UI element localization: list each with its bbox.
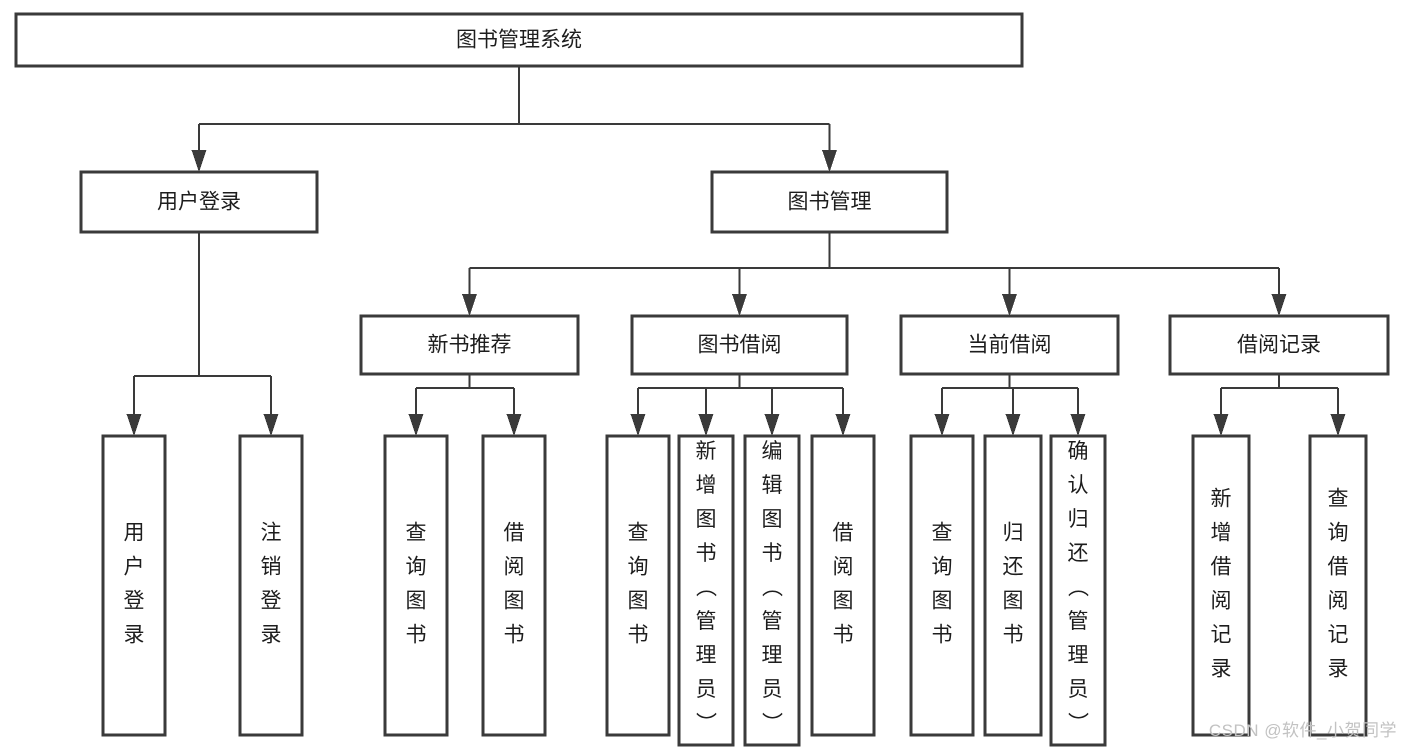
diagram-node-l3_3[interactable]: 借阅记录	[1168, 314, 1390, 376]
arrow-head-icon	[934, 414, 950, 436]
node-box[interactable]	[743, 434, 801, 747]
diagram-node-l4_9[interactable]: 归还图书	[983, 434, 1043, 737]
arrow-head-icon	[191, 150, 207, 172]
node-box[interactable]	[605, 434, 671, 737]
diagram-node-l4_7[interactable]: 借阅图书	[810, 434, 876, 737]
node-box[interactable]	[810, 434, 876, 737]
diagram-node-l3_0[interactable]: 新书推荐	[359, 314, 580, 376]
node-label: 编辑图书（管理员）	[762, 440, 784, 735]
node-box[interactable]	[79, 170, 319, 234]
diagram-node-l4_0[interactable]: 用户登录	[101, 434, 167, 737]
diagram-node-l2_1[interactable]: 图书管理	[710, 170, 949, 234]
diagram-node-l4_3[interactable]: 借阅图书	[481, 434, 547, 737]
node-label: 查询图书	[628, 522, 649, 647]
node-label: 新书推荐	[428, 334, 512, 357]
node-box[interactable]	[677, 434, 735, 747]
arrow-head-icon	[630, 414, 646, 436]
node-label: 借阅图书	[833, 522, 854, 647]
node-box[interactable]	[1168, 314, 1390, 376]
arrow-head-icon	[698, 414, 714, 436]
arrow-head-icon	[408, 414, 424, 436]
node-box[interactable]	[383, 434, 449, 737]
arrow-head-icon	[1002, 294, 1017, 316]
node-box[interactable]	[101, 434, 167, 737]
node-box[interactable]	[14, 12, 1024, 68]
node-label: 查询图书	[406, 522, 427, 647]
connector-group	[408, 374, 522, 436]
diagram-node-l4_1[interactable]: 注销登录	[238, 434, 304, 737]
diagram-node-l4_8[interactable]: 查询图书	[909, 434, 975, 737]
node-label: 注销登录	[261, 522, 282, 647]
arrow-head-icon	[506, 414, 522, 436]
diagram-node-l4_6[interactable]: 编辑图书（管理员）	[743, 434, 801, 747]
arrow-head-icon	[732, 294, 747, 316]
node-label: 新增借阅记录	[1211, 488, 1232, 681]
node-box[interactable]	[630, 314, 849, 376]
diagram-node-l4_2[interactable]: 查询图书	[383, 434, 449, 737]
arrow-head-icon	[1330, 414, 1346, 436]
node-label: 借阅记录	[1237, 334, 1321, 357]
connector-group	[934, 374, 1086, 436]
connector-layer	[126, 66, 1346, 436]
node-label: 查询图书	[932, 522, 953, 647]
arrow-head-icon	[1213, 414, 1229, 436]
node-label: 用户登录	[157, 191, 241, 214]
node-box[interactable]	[1049, 434, 1107, 747]
node-label: 归还图书	[1003, 522, 1024, 647]
connector-group	[630, 374, 851, 436]
node-label: 确认归还（管理员）	[1068, 440, 1090, 735]
arrow-head-icon	[835, 414, 851, 436]
watermark-label: CSDN @软件_小贺同学	[1208, 721, 1397, 740]
node-label: 图书借阅	[698, 334, 782, 357]
node-label: 借阅图书	[504, 522, 525, 647]
diagram-node-l4_12[interactable]: 查询借阅记录	[1308, 434, 1368, 737]
node-box[interactable]	[238, 434, 304, 737]
arrow-head-icon	[126, 414, 142, 436]
node-box[interactable]	[899, 314, 1120, 376]
node-box[interactable]	[710, 170, 949, 234]
diagram-node-l3_2[interactable]: 当前借阅	[899, 314, 1120, 376]
node-box[interactable]	[359, 314, 580, 376]
arrow-head-icon	[263, 414, 279, 436]
diagram-node-l3_1[interactable]: 图书借阅	[630, 314, 849, 376]
connector-group	[1213, 374, 1346, 436]
diagram-node-l2_0[interactable]: 用户登录	[79, 170, 319, 234]
node-box[interactable]	[1191, 434, 1251, 737]
node-box[interactable]	[909, 434, 975, 737]
node-box[interactable]	[481, 434, 547, 737]
node-box[interactable]	[983, 434, 1043, 737]
diagram-node-l4_4[interactable]: 查询图书	[605, 434, 671, 737]
node-label: 图书管理系统	[456, 29, 582, 52]
connector-group	[191, 66, 837, 172]
arrow-head-icon	[1271, 294, 1287, 316]
node-label: 用户登录	[124, 522, 145, 647]
arrow-head-icon	[462, 294, 477, 316]
arrow-head-icon	[1005, 414, 1021, 436]
arrow-head-icon	[1070, 414, 1086, 436]
diagram-node-l4_11[interactable]: 新增借阅记录	[1191, 434, 1251, 737]
node-label: 当前借阅	[968, 334, 1052, 357]
arrow-head-icon	[764, 414, 780, 436]
node-label: 图书管理	[788, 191, 872, 214]
diagram-node-l4_10[interactable]: 确认归还（管理员）	[1049, 434, 1107, 747]
node-layer: 图书管理系统用户登录图书管理新书推荐图书借阅当前借阅借阅记录用户登录注销登录查询…	[14, 12, 1390, 747]
node-label: 新增图书（管理员）	[696, 440, 718, 735]
connector-group	[126, 232, 279, 436]
diagram-node-l4_5[interactable]: 新增图书（管理员）	[677, 434, 735, 747]
node-label: 查询借阅记录	[1328, 488, 1349, 681]
diagram-node-root[interactable]: 图书管理系统	[14, 12, 1024, 68]
node-box[interactable]	[1308, 434, 1368, 737]
connector-group	[462, 232, 1287, 316]
arrow-head-icon	[822, 150, 837, 172]
